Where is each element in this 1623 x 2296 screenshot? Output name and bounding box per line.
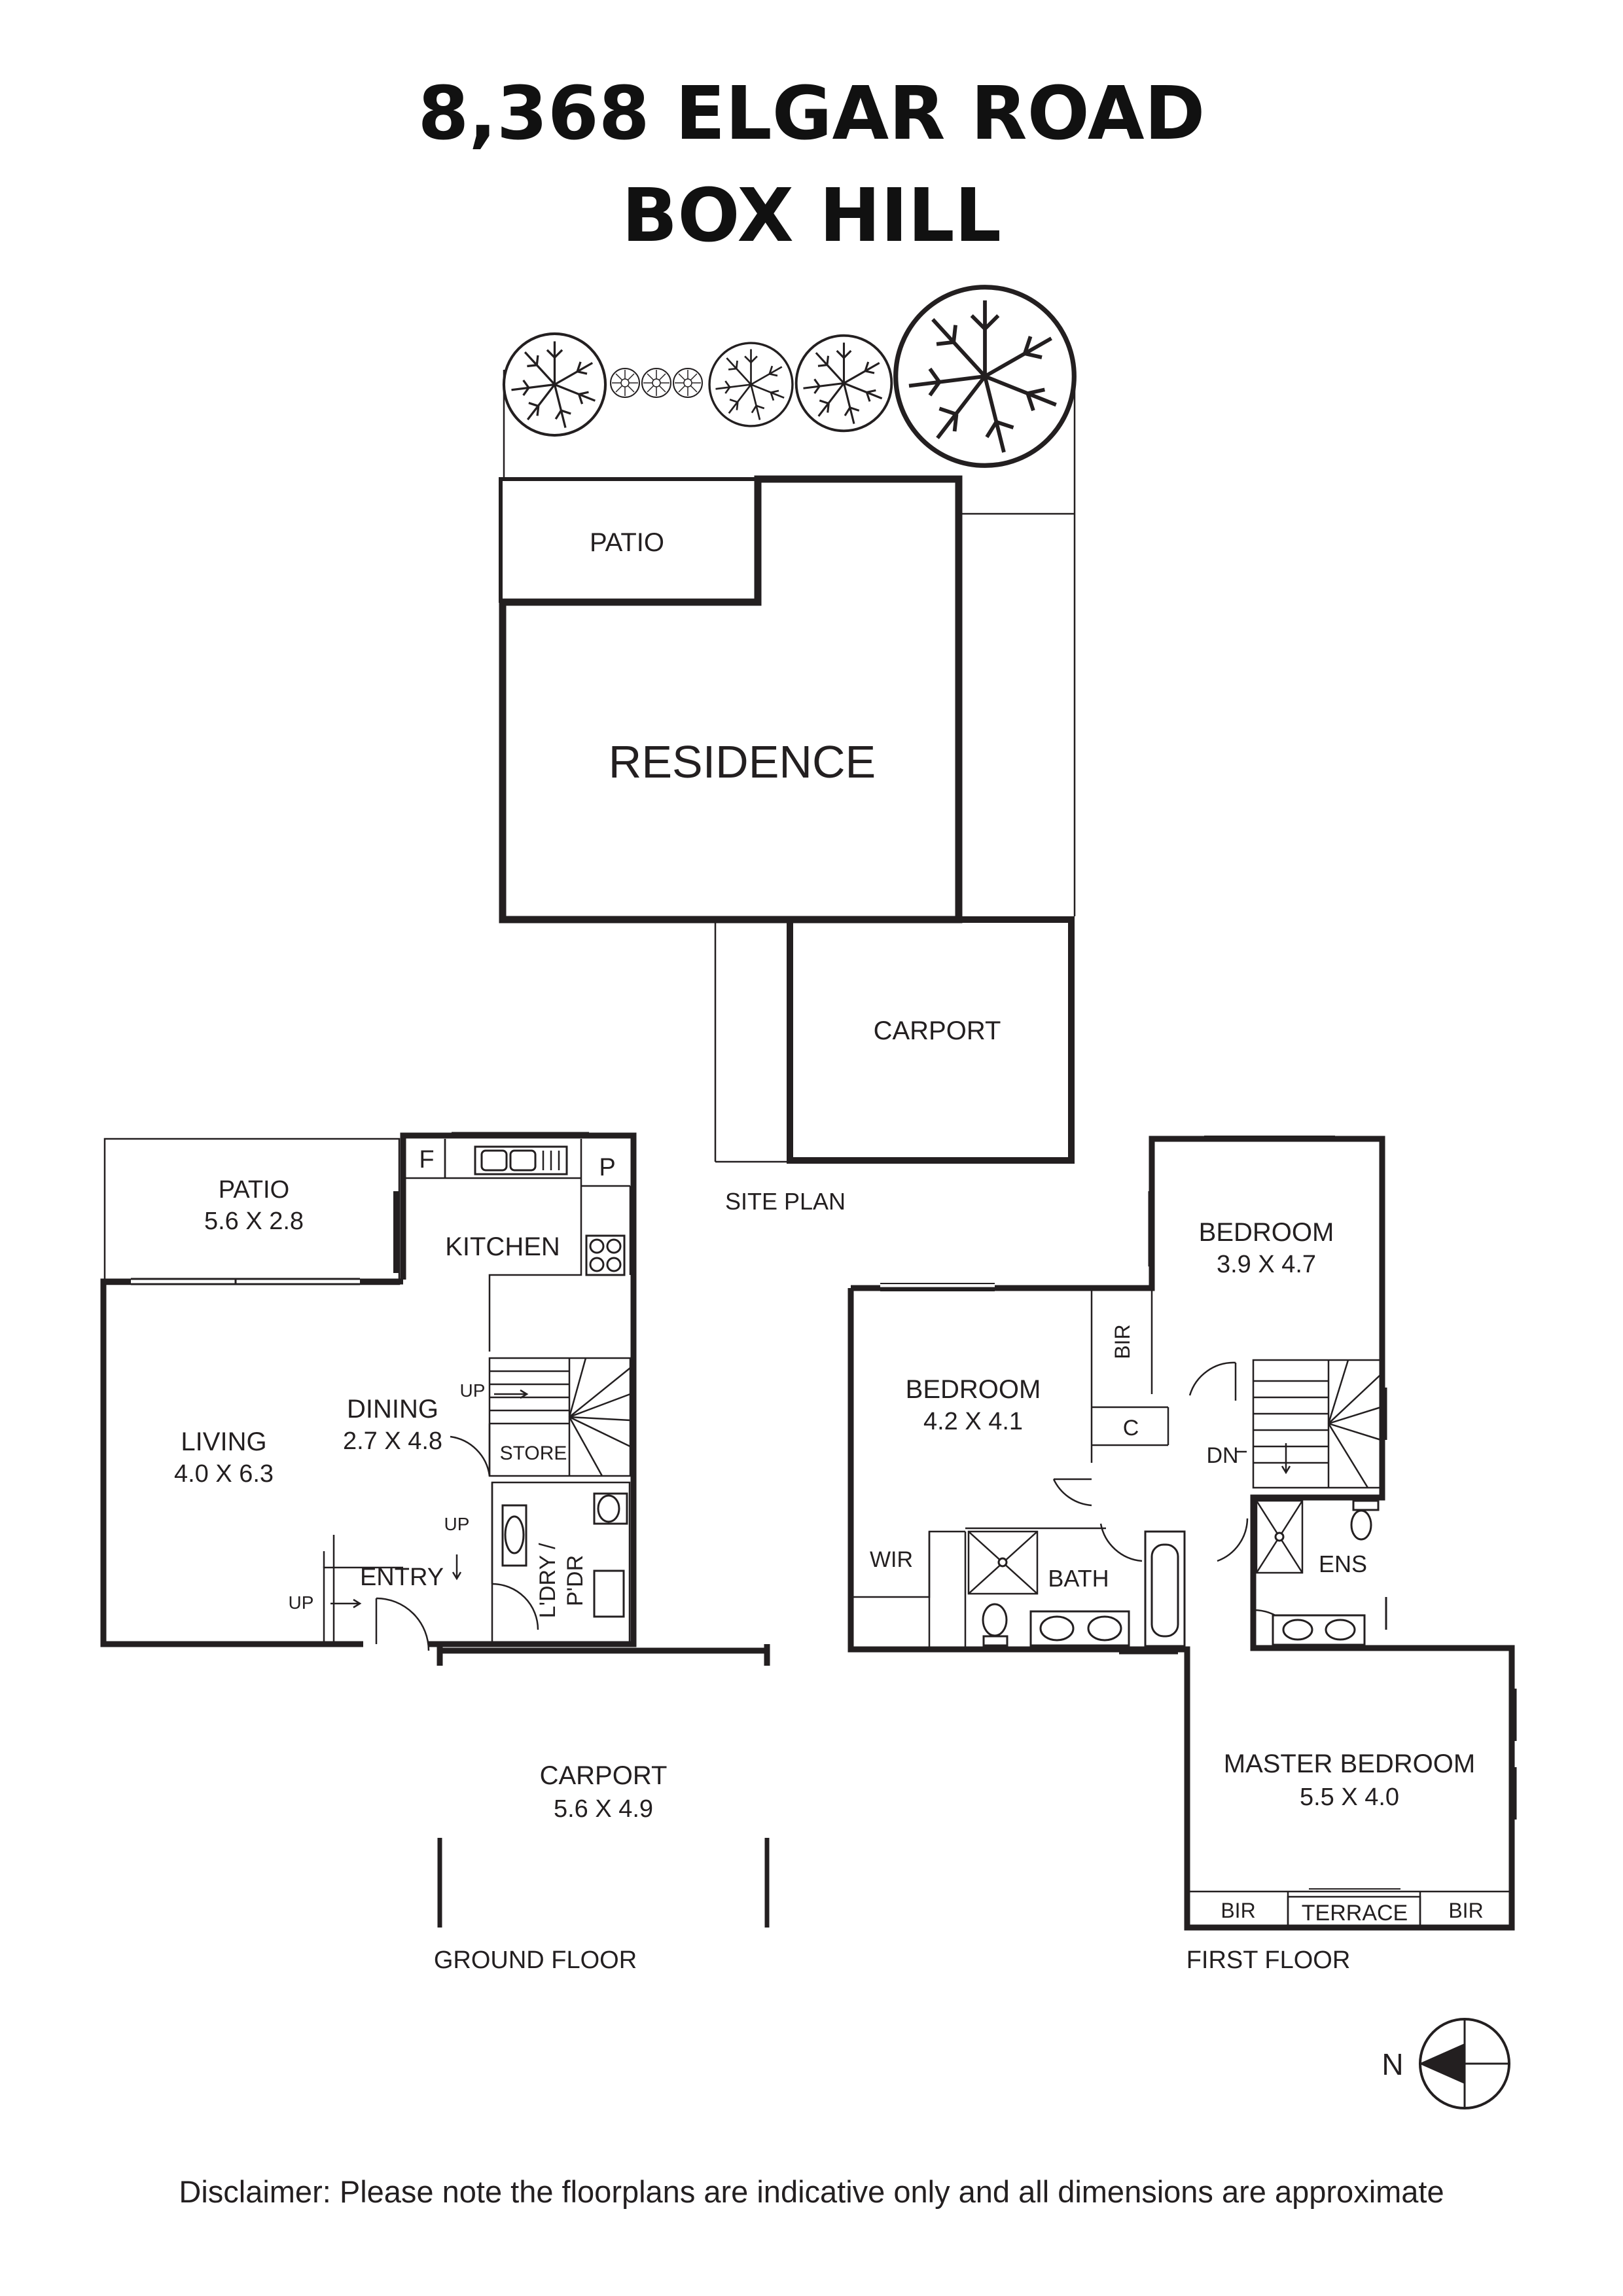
ff-cupboard-label: C [1123,1416,1139,1441]
site-patio-label: PATIO [590,528,664,557]
ff-master-label: MASTER BEDROOM [1224,1749,1475,1778]
first-floor-caption: FIRST FLOOR [1186,1946,1351,1974]
gf-carport-label: CARPORT [540,1761,668,1790]
ground-floor-caption: GROUND FLOOR [434,1946,637,1974]
site-carport-label: CARPORT [874,1016,1001,1045]
gf-pantry-label: P [599,1154,615,1181]
ff-ensuite-label: ENS [1319,1551,1367,1577]
ground-floor-plan: PATIO 5.6 X 2.8 F P KITCHEN DINING 2.7 X… [100,1132,770,1974]
shrub-icon [610,368,640,398]
gf-laundry-label: L'DRY / [535,1543,560,1618]
site-plan-caption: SITE PLAN [725,1188,846,1215]
ff-bedroom-north-dims: 3.9 X 4.7 [1217,1251,1316,1278]
gf-kitchen-label: KITCHEN [445,1232,560,1261]
ff-down-label: DN [1206,1443,1238,1468]
gf-entry-label: ENTRY [360,1564,444,1591]
ff-bir-upper-label: BIR [1111,1324,1134,1359]
gf-powder-label: P'DR [563,1555,588,1606]
site-plan: PATIO RESIDENCE CARPORT SITE PLAN [499,287,1075,1215]
gf-store-label: STORE [500,1443,567,1464]
site-carport [787,916,1075,1164]
gf-dining-label: DINING [347,1395,438,1424]
ff-master-dims: 5.5 X 4.0 [1300,1784,1399,1811]
ff-bedroom-west-dims: 4.2 X 4.1 [923,1408,1023,1435]
gf-living-dims: 4.0 X 6.3 [174,1460,274,1488]
first-floor-plan: BEDROOM 3.9 X 4.7 BEDROOM 4.2 X 4.1 BIR … [847,1136,1517,1974]
ff-bedroom-north-label: BEDROOM [1199,1218,1334,1247]
shrub-icon [641,368,671,398]
compass-north-label: N [1382,2047,1403,2081]
gf-carport-dims: 5.6 X 4.9 [554,1795,653,1823]
gf-living-label: LIVING [181,1427,266,1456]
gf-patio-dims: 5.6 X 2.8 [204,1208,304,1235]
gf-dining-dims: 2.7 X 4.8 [343,1427,442,1455]
tree-icon [794,334,893,433]
gf-up-stair-label: UP [460,1380,486,1401]
gf-up-entry-label: UP [444,1514,470,1534]
tree-icon [504,334,605,435]
title-address: 8,368 ELGAR ROAD [418,71,1205,156]
ff-bir-left-label: BIR [1221,1899,1255,1922]
tree-icon [896,287,1075,466]
disclaimer-text: Disclaimer: Please note the floorplans a… [179,2174,1444,2209]
north-arrow-icon [1419,2043,1465,2084]
site-residence-label: RESIDENCE [609,736,876,787]
ff-bedroom-west-label: BEDROOM [906,1375,1041,1404]
ff-bir-right-label: BIR [1448,1899,1483,1922]
title-suburb: BOX HILL [622,173,1001,259]
shrub-icon [673,368,703,398]
site-residence [499,475,963,924]
compass: N [1382,2018,1510,2109]
gf-up-side-label: UP [289,1592,314,1613]
ff-wir-label: WIR [870,1547,913,1572]
gf-fridge-label: F [419,1146,434,1174]
ff-terrace-label: TERRACE [1302,1901,1408,1926]
gf-patio-label: PATIO [219,1176,289,1204]
tree-icon [708,342,794,427]
ff-bath-label: BATH [1048,1565,1109,1592]
